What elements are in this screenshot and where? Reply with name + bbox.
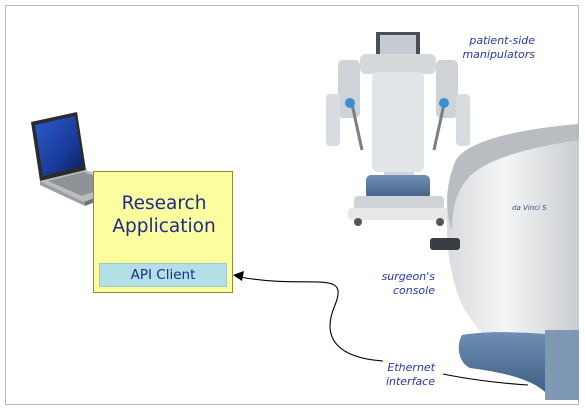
research-application-box: Research Application API Client: [93, 171, 233, 293]
api-client-label: API Client: [130, 267, 196, 283]
surgeon-console-label: surgeon's console: [381, 270, 435, 297]
ethernet-interface-label: Ethernet interface: [385, 361, 435, 388]
ethernet-pointer-line: [442, 373, 529, 386]
console-brand-text: da Vinci S: [512, 204, 547, 212]
research-application-title: Research Application: [112, 193, 216, 237]
connection-arrow-line: [239, 276, 384, 362]
arrowhead-icon: [233, 271, 244, 281]
patient-side-cart-image: [326, 32, 470, 226]
patient-side-manipulators-label: patient-side manipulators: [462, 34, 535, 61]
api-client-box: API Client: [99, 263, 227, 287]
surgeon-console-image: da Vinci S: [430, 124, 579, 400]
